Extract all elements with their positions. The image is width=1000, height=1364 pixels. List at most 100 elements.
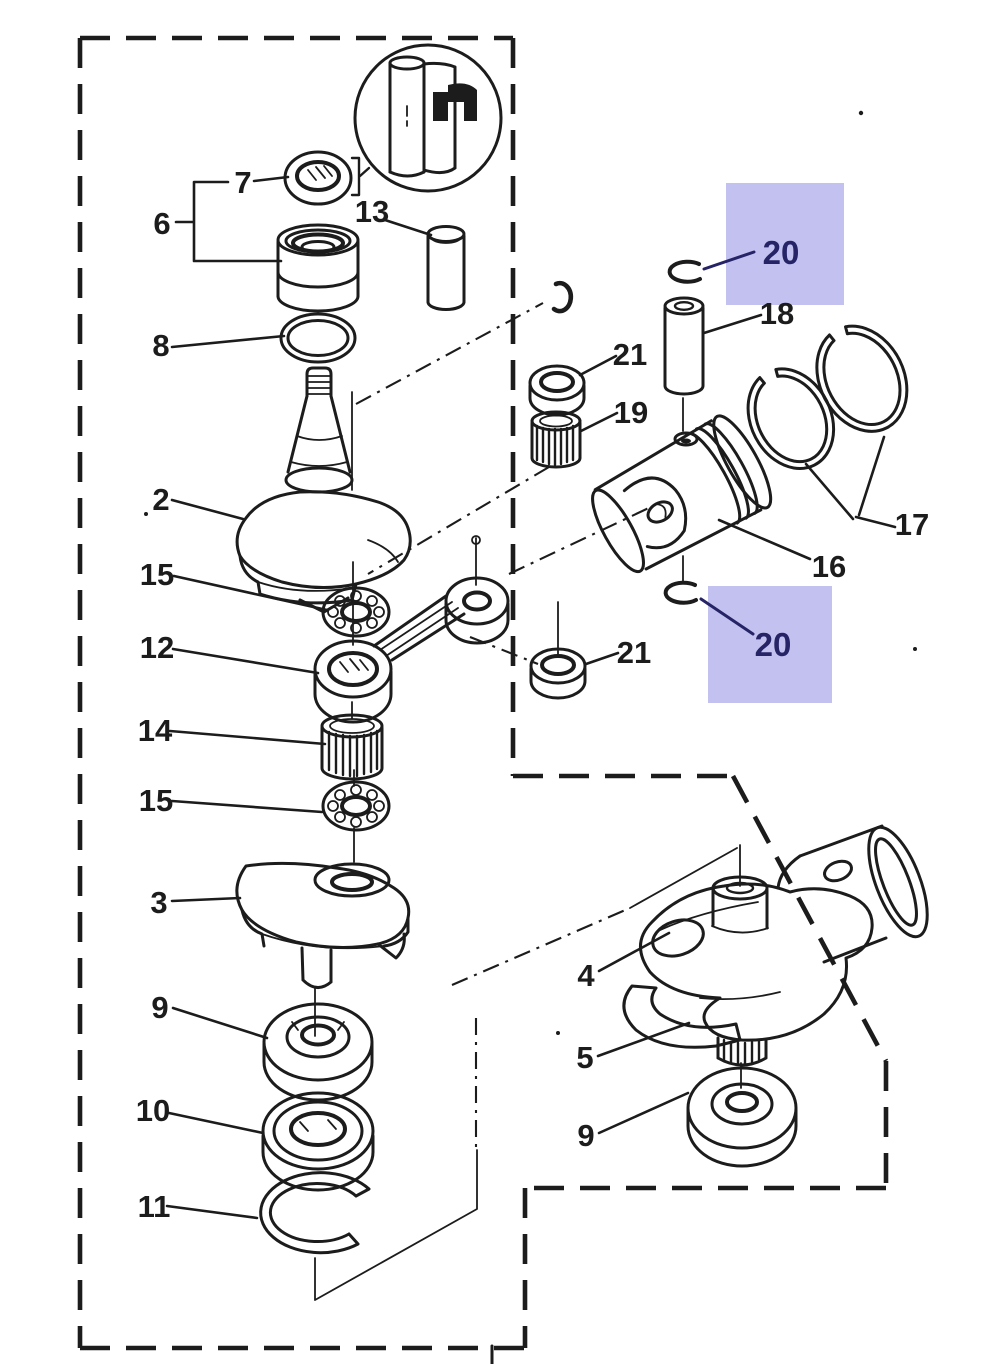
callout-21a[interactable]: 21 (613, 337, 647, 372)
leader-6-bracket (174, 180, 283, 263)
seal21a-inner (539, 371, 575, 393)
seal7-inner (295, 160, 341, 192)
leader-17-bracket (804, 435, 897, 529)
highlight-boxes (708, 183, 844, 703)
crank4-webs (639, 882, 874, 1042)
callout-15a[interactable]: 15 (140, 557, 174, 592)
callout-14[interactable]: 14 (138, 713, 173, 748)
seal7-outer (283, 150, 353, 206)
leader-15b (170, 799, 324, 814)
crank4-web-lines (659, 901, 781, 1001)
pin18-top (663, 296, 705, 316)
bearing9a-ticks (291, 1021, 345, 1031)
axis-rod-to-piston (508, 504, 656, 575)
seal21b-band (529, 667, 587, 700)
callout-6[interactable]: 6 (153, 206, 170, 241)
seal10-band (261, 1134, 375, 1192)
oring8-inner (286, 319, 350, 357)
callout-11[interactable]: 11 (138, 1189, 171, 1224)
part-19-needle-cage (530, 410, 582, 469)
leader-18 (702, 313, 763, 335)
callout-7[interactable]: 7 (234, 165, 251, 200)
part-21b-seal (529, 647, 587, 700)
seal10-inner (289, 1111, 347, 1147)
callout-15b[interactable]: 15 (139, 783, 173, 818)
crank3-pin (300, 946, 333, 989)
part-16-piston (591, 414, 773, 574)
speck (913, 647, 917, 651)
leader-9b (597, 1091, 690, 1135)
bearing15b-balls (327, 784, 385, 828)
sleeve6-band (276, 270, 360, 289)
bearing9a-band (262, 1042, 374, 1102)
inset-circle-outline (353, 43, 503, 193)
assembly-lower-right (622, 824, 929, 1168)
callout-9b[interactable]: 9 (577, 1118, 594, 1153)
cage19-body (530, 421, 582, 469)
inset-clip-symbol (433, 83, 477, 121)
part-12-connecting-rod (313, 576, 510, 724)
callout-labels: 7 6 13 8 2 15 12 14 15 3 9 10 11 21 19 1… (136, 165, 929, 1224)
callout-13[interactable]: 13 (355, 194, 389, 229)
bearing15a-inner (340, 601, 372, 623)
crank3-web-band2 (261, 933, 385, 950)
leader-3 (170, 896, 242, 903)
seal21b-inner (540, 654, 576, 676)
highlight-box-20-lower[interactable] (708, 586, 832, 703)
part-17-piston-rings (746, 324, 909, 470)
crank2-taper (286, 394, 352, 474)
part-14-needle-cage (320, 713, 384, 781)
rod12-smallend-band (444, 602, 510, 645)
crank2-web-notch (367, 539, 399, 563)
bearing15a-outer (321, 586, 391, 638)
leader-21a (578, 354, 618, 377)
bearing9b-mid (710, 1082, 774, 1126)
callout-2[interactable]: 2 (152, 482, 169, 517)
axis-lower-assembly (451, 907, 631, 986)
speck (144, 512, 148, 516)
crankcase-tube-sides (798, 824, 888, 964)
seal7-bracket (350, 156, 361, 197)
retainer5-clamp (622, 984, 742, 1049)
sleeve6-rim (276, 223, 360, 257)
seal7-hatch (307, 165, 333, 181)
clip20a-body (667, 259, 702, 284)
piston16-pin-hole-shadow (681, 438, 691, 444)
callout-17[interactable]: 17 (895, 507, 929, 542)
bearing15b-outer (321, 780, 391, 832)
sleeve6-bottom (276, 294, 360, 313)
part-9a-bearing (262, 1002, 374, 1102)
callout-21b[interactable]: 21 (617, 635, 651, 670)
callout-12[interactable]: 12 (140, 630, 174, 665)
part-10-oil-seal (261, 1091, 375, 1192)
crank3-web-band (240, 908, 410, 948)
cage19-toprim (539, 414, 573, 428)
callout-8[interactable]: 8 (152, 328, 169, 363)
piston16-boss-curl (654, 503, 667, 519)
part-20a-clip (667, 259, 702, 284)
seal21a-outer (528, 364, 586, 402)
inset-leader (358, 166, 371, 178)
piston16-skirt-window (622, 476, 688, 550)
bearing9b-inner (725, 1091, 759, 1113)
part-6-sleeve (276, 223, 360, 313)
callout-10[interactable]: 10 (136, 1093, 170, 1128)
highlight-box-20-upper[interactable] (726, 183, 844, 305)
inset-detail-circle (353, 43, 503, 193)
callout-16[interactable]: 16 (812, 549, 846, 584)
speck (556, 1031, 560, 1035)
part-15b-ball-bearing (321, 780, 391, 832)
callout-18[interactable]: 18 (760, 296, 794, 331)
callout-20a-highlighted[interactable]: 20 (763, 234, 800, 271)
callout-20b-highlighted[interactable]: 20 (755, 626, 792, 663)
callout-9a[interactable]: 9 (151, 990, 168, 1025)
callout-4[interactable]: 4 (577, 958, 595, 993)
part-11-circlip (259, 1171, 371, 1255)
callout-3[interactable]: 3 (150, 885, 167, 920)
leader-19 (579, 411, 619, 433)
callout-19[interactable]: 19 (614, 395, 648, 430)
axis-bracket-near-11 (314, 1149, 478, 1301)
part-21a-seal (528, 364, 586, 417)
callout-5[interactable]: 5 (576, 1040, 593, 1075)
speck (858, 110, 864, 116)
